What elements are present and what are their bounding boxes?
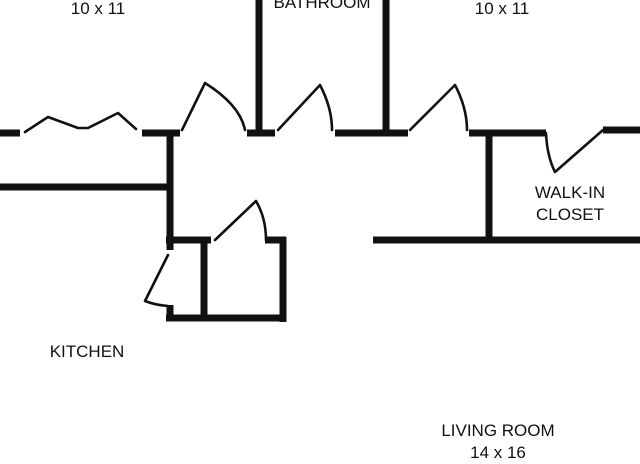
- door-bedroom-left: [180, 81, 247, 132]
- walls: [0, 0, 640, 322]
- door-walk-in-closet: [544, 128, 605, 174]
- window-bedroom-left: [23, 111, 138, 134]
- door-pantry: [143, 253, 170, 308]
- kitchen-label: KITCHEN: [49, 342, 125, 361]
- door-bathroom: [276, 83, 334, 132]
- bathroom-label: BATHROOM: [273, 0, 371, 12]
- walk-in-closet-line1: WALK-IN: [534, 183, 606, 202]
- bedroom-right-size: 10 x 11: [474, 0, 530, 18]
- walk-in-closet-label: WALK-IN CLOSET: [512, 182, 628, 226]
- living-room-size: 14 x 16: [470, 443, 526, 462]
- living-room-label: LIVING ROOM 14 x 16: [418, 420, 578, 464]
- walk-in-closet-line2: CLOSET: [535, 205, 605, 224]
- door-hall-closet: [213, 199, 268, 242]
- bedroom-left-size: 10 x 11: [70, 0, 126, 18]
- openings: [23, 81, 605, 308]
- living-room-name: LIVING ROOM: [441, 421, 555, 440]
- door-bedroom-right: [408, 83, 469, 132]
